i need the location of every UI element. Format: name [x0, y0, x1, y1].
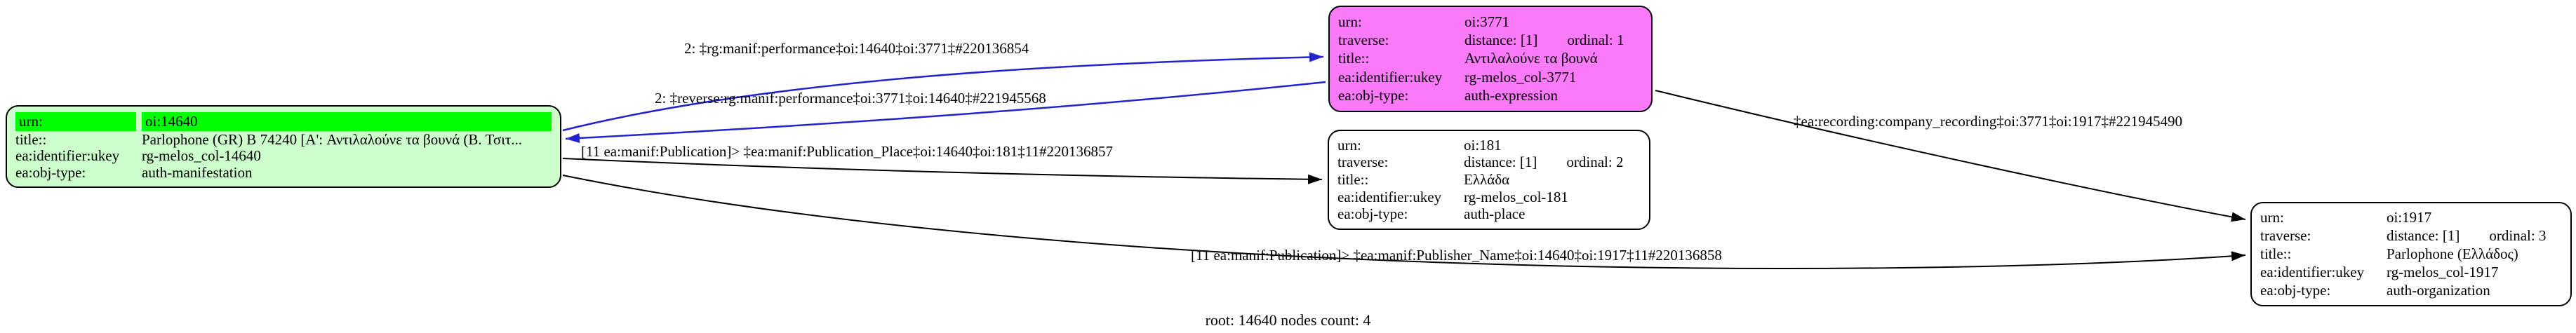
field-value: auth-organization: [2387, 282, 2490, 299]
traverse-ordinal: ordinal: 2: [1566, 154, 1624, 171]
node-row-traverse: traverse: distance: [1] ordinal: 3: [2260, 228, 2562, 244]
graph-caption: root: 14640 nodes count: 4: [1205, 311, 1371, 329]
field-key: ea:obj-type:: [15, 164, 86, 181]
traverse-distance: distance: [1]: [1464, 32, 1538, 49]
traverse-ordinal: ordinal: 1: [1567, 32, 1624, 49]
field-value: Ελλάδα: [1464, 171, 1510, 188]
traverse-distance: distance: [1]: [2387, 228, 2460, 245]
traverse-distance: distance: [1]: [1464, 154, 1537, 171]
node-row-objtype: ea:obj-type: auth-manifestation: [15, 165, 552, 181]
node-row-traverse: traverse: distance: [1] ordinal: 2: [1337, 154, 1641, 170]
field-key: ea:identifier:ukey: [1338, 69, 1443, 86]
edge-label-publication-place: [11 ea:manif:Publication]> ‡ea:manif:Pub…: [581, 143, 1113, 160]
field-value: distance: [1] ordinal: 3: [2387, 228, 2562, 244]
traverse-ordinal: ordinal: 3: [2489, 228, 2547, 245]
field-key: title::: [1338, 50, 1370, 67]
node-oi-14640[interactable]: urn: oi:14640 title:: Parlophone (GR) B …: [6, 105, 561, 188]
field-value: rg-melos_col-1917: [2387, 264, 2499, 280]
edge-label-reverse-performance: 2: ‡reverse:rg:manif:performance‡oi:3771…: [655, 90, 1046, 107]
node-row-ukey: ea:identifier:ukey rg-melos_col-181: [1337, 189, 1641, 205]
field-key: traverse:: [2260, 228, 2311, 245]
node-oi-1917[interactable]: urn: oi:1917 traverse: distance: [1] ordi…: [2250, 202, 2572, 306]
field-key: urn:: [2260, 210, 2284, 226]
node-row-title: title:: Parlophone (Ελλάδος): [2260, 246, 2562, 262]
edge-publication-place: [562, 158, 1323, 184]
field-key: traverse:: [1337, 154, 1389, 171]
field-value: Parlophone (Ελλάδος): [2387, 245, 2518, 262]
field-key: title::: [15, 131, 47, 148]
field-key: urn:: [15, 112, 136, 132]
node-row-objtype: ea:obj-type: auth-expression: [1338, 88, 1643, 104]
node-row-urn: urn: oi:181: [1337, 137, 1641, 154]
field-value: distance: [1] ordinal: 2: [1464, 154, 1641, 170]
field-key: title::: [2260, 245, 2292, 262]
field-value: Αντιλαλούνε τα βουνά: [1464, 50, 1598, 67]
field-key: traverse:: [1338, 32, 1389, 49]
field-key: ea:obj-type:: [1337, 206, 1408, 223]
node-row-ukey: ea:identifier:ukey rg-melos_col-3771: [1338, 69, 1643, 86]
node-row-objtype: ea:obj-type: auth-place: [1337, 206, 1641, 222]
field-key: ea:obj-type:: [1338, 88, 1409, 104]
node-row-title: title:: Ελλάδα: [1337, 172, 1641, 188]
field-value: oi:181: [1464, 137, 1502, 154]
node-row-urn: urn: oi:3771: [1338, 14, 1643, 30]
node-oi-3771[interactable]: urn: oi:3771 traverse: distance: [1] ordi…: [1328, 6, 1653, 112]
field-value: Parlophone (GR) B 74240 [A': Αντιλαλούνε…: [142, 131, 523, 148]
node-row-urn: urn: oi:14640: [15, 112, 552, 132]
field-value: auth-place: [1464, 206, 1526, 223]
field-value: auth-expression: [1464, 88, 1558, 104]
node-row-traverse: traverse: distance: [1] ordinal: 1: [1338, 32, 1643, 48]
field-key: urn:: [1337, 137, 1361, 154]
node-row-ukey: ea:identifier:ukey rg-melos_col-14640: [15, 148, 552, 164]
field-key: ea:identifier:ukey: [1337, 189, 1442, 205]
edge-publisher-name: [562, 175, 2246, 269]
node-oi-181[interactable]: urn: oi:181 traverse: distance: [1] ordin…: [1328, 130, 1650, 230]
field-value: rg-melos_col-14640: [142, 148, 261, 165]
field-key: ea:identifier:ukey: [15, 148, 120, 165]
edge-company-recording: [1655, 90, 2246, 222]
edge-label-company-recording: ‡ea:recording:company_recording‡oi:3771‡…: [1794, 113, 2183, 130]
field-key: ea:obj-type:: [2260, 282, 2331, 299]
field-key: urn:: [1338, 13, 1362, 30]
node-row-title: title:: Αντιλαλούνε τα βουνά: [1338, 50, 1643, 67]
field-value: oi:1917: [2387, 210, 2432, 226]
node-row-objtype: ea:obj-type: auth-organization: [2260, 283, 2562, 299]
edge-label-publisher-name: [11 ea:manif:Publication]> ‡ea:manif:Pub…: [1191, 247, 1722, 264]
field-value: distance: [1] ordinal: 1: [1464, 32, 1643, 48]
field-key: ea:identifier:ukey: [2260, 264, 2365, 280]
edge-reverse-performance: [565, 81, 1326, 143]
node-row-urn: urn: oi:1917: [2260, 210, 2562, 226]
field-key: title::: [1337, 171, 1369, 188]
node-row-ukey: ea:identifier:ukey rg-melos_col-1917: [2260, 264, 2562, 280]
field-value: oi:14640: [142, 112, 552, 132]
edge-label-performance: 2: ‡rg:manif:performance‡oi:14640‡oi:377…: [684, 40, 1029, 57]
field-value: oi:3771: [1464, 13, 1510, 30]
node-row-title: title:: Parlophone (GR) B 74240 [A': Αντ…: [15, 132, 552, 148]
edge-performance: [562, 52, 1324, 132]
field-value: rg-melos_col-181: [1464, 189, 1568, 205]
field-value: auth-manifestation: [142, 164, 253, 181]
field-value: rg-melos_col-3771: [1464, 69, 1577, 86]
